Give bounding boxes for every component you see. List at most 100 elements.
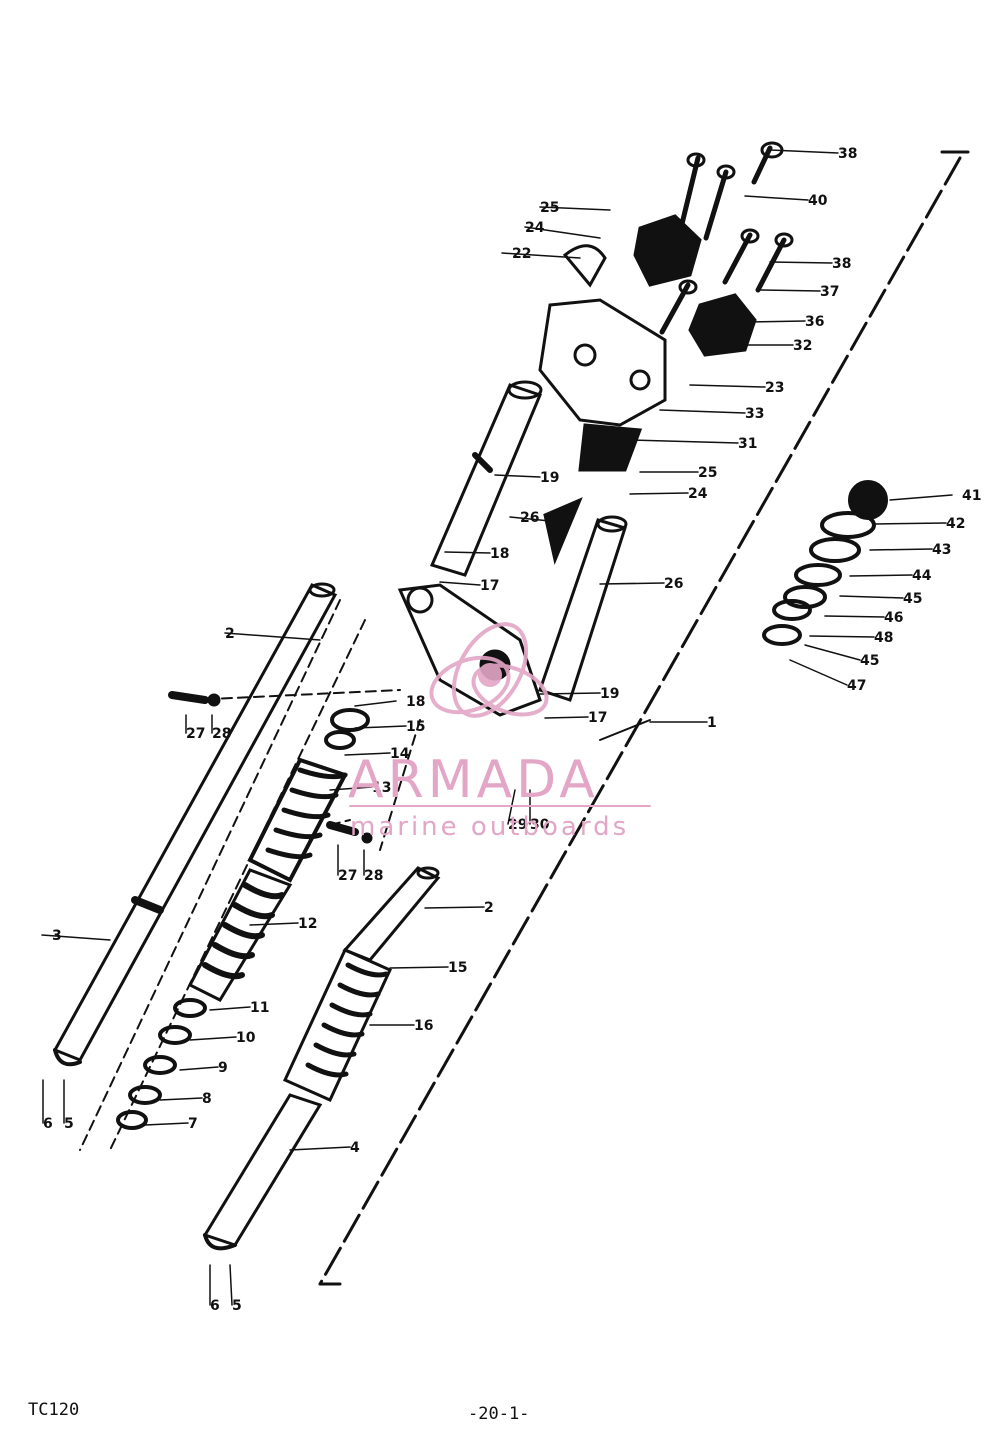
leader-line [539,692,601,695]
leader-line [789,659,848,686]
callout-label: 2 [225,626,235,642]
leader-line [524,226,601,239]
small-bolts [168,691,373,844]
watermark-text: ARMADA marine outboards [348,750,651,842]
callout-label: 32 [793,338,812,354]
leader-line [189,1036,237,1041]
leader-line [629,492,689,495]
leader-line [869,548,933,551]
callout-label: 29 [508,817,527,833]
leader-line [769,149,839,154]
callout-label: 37 [820,284,839,300]
callout-label: 17 [588,710,607,726]
callout-label: 43 [932,542,951,558]
callout-label: 11 [250,1000,269,1016]
leader-line [494,474,541,478]
callout-label: 1 [707,715,717,731]
callout-label: 16 [414,1018,433,1034]
callout-label: 46 [884,610,903,626]
callout-label: 27 [186,726,205,742]
callout-label: 40 [808,193,828,209]
leader-line [599,582,665,585]
leader-line [344,752,391,756]
callout-label: 7 [188,1116,198,1132]
callout-label: 28 [364,868,383,884]
leader-line [354,725,407,729]
callout-label: 4 [350,1140,360,1156]
callout-label: 24 [525,220,545,236]
callout-label: 2 [484,900,494,916]
watermark-logo [429,622,549,718]
leader-line [41,934,111,941]
callout-label: 19 [540,470,559,486]
leader-line [249,922,299,926]
callout-label: 23 [765,380,784,396]
leader-line [889,494,953,501]
callout-label: 5 [232,1298,242,1314]
callout-label: 47 [847,678,866,694]
callout-label: 12 [298,916,317,932]
leader-line [874,522,947,525]
callout-label: 9 [218,1060,228,1076]
leader-line [629,439,739,444]
callout-label: 24 [688,486,708,502]
leader-line [354,700,397,707]
leader-line [444,551,491,554]
fork-tube-left [52,582,338,1067]
leader-line [809,635,875,638]
leader-line [849,574,913,577]
upper-tube-right [538,497,628,702]
model-code: TC120 [28,1400,80,1420]
callout-label: 45 [903,591,922,607]
callout-label: 41 [962,488,981,504]
callout-label: 8 [202,1091,212,1107]
leader-line [424,906,485,909]
leader-line [179,1066,219,1071]
callout-label: 10 [236,1030,256,1046]
leader-line [501,252,581,259]
leader-line [329,786,373,791]
leader-line [159,1097,203,1101]
callout-label: 6 [43,1116,53,1132]
callout-leaders [41,149,953,1306]
callout-label: 22 [512,246,531,262]
callout-label: 25 [698,465,717,481]
upper-tube-left [429,380,543,577]
callout-label: 13 [372,780,391,796]
callout-label: 26 [664,576,683,592]
callout-label: 14 [390,746,410,762]
upper-bracket [538,298,667,472]
callout-label: 45 [860,653,879,669]
leader-line [744,320,806,323]
bearing-stack [762,480,888,646]
leader-line [144,1122,189,1126]
leader-line [839,595,904,599]
leader-line [389,966,449,969]
fork-leg-right [202,866,441,1251]
leader-line [544,716,589,719]
callout-label: 30 [530,817,550,833]
callout-label: 5 [64,1116,74,1132]
callout-label: 33 [745,406,764,422]
callout-label: 38 [838,146,857,162]
callout-label: 18 [406,694,425,710]
top-bolts [659,141,794,335]
leader-line [539,206,611,211]
callout-label: 31 [738,436,757,452]
leader-line [229,1264,233,1306]
callout-label: 42 [946,516,965,532]
page-number: -20-1- [468,1404,530,1424]
leader-line [744,195,809,201]
left-spring-assembly [116,708,370,1130]
leader-line [659,409,746,414]
callout-label: 27 [338,868,357,884]
callout-label: 38 [832,256,851,272]
callout-label: 15 [448,960,467,976]
leader-line [224,632,321,641]
leader-line [759,289,821,292]
callout-label: 26 [520,510,539,526]
leader-line [209,1006,251,1011]
callout-label: 19 [600,686,619,702]
